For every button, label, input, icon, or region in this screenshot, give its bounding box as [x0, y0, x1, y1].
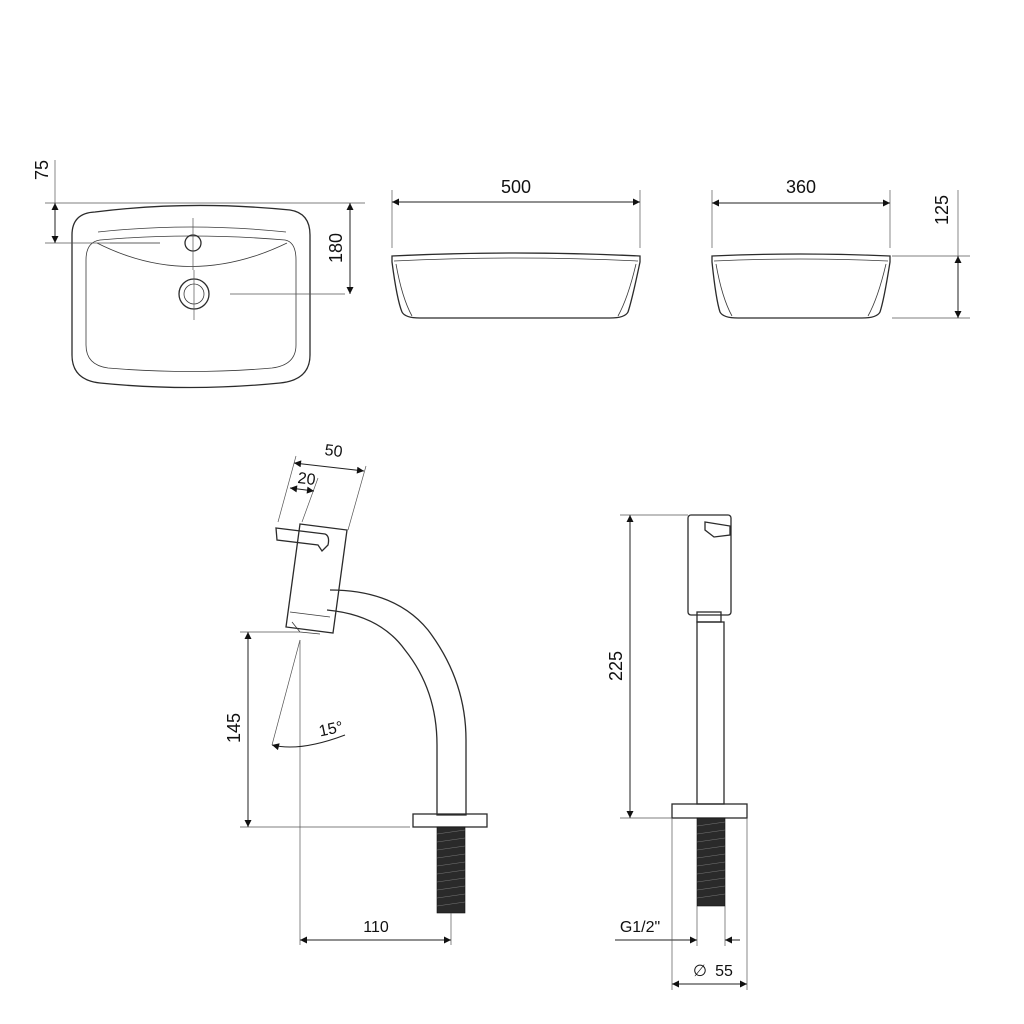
tap-front-body — [687, 514, 732, 616]
basin-side-outline — [711, 253, 891, 319]
dim-label-360: 360 — [786, 177, 816, 197]
dim-arc-15 — [271, 734, 346, 751]
basin-outer-rim — [71, 204, 311, 389]
tap-body — [285, 523, 348, 634]
dim-label-diameter-symbol: ∅ — [693, 963, 707, 980]
dim-label-125: 125 — [932, 195, 952, 225]
tap-spout — [326, 589, 467, 816]
tap-base-plate — [412, 813, 488, 828]
dim-label-20: 20 — [297, 470, 317, 489]
basin-inner-bowl — [85, 235, 297, 372]
basin-side-view: 360 125 — [711, 177, 970, 319]
basin-back-line — [97, 226, 287, 233]
dim-label-225: 225 — [606, 651, 626, 681]
basin-front-outline — [391, 252, 641, 319]
dim-label-55: 55 — [715, 963, 733, 980]
basin-tap-ledge — [96, 242, 288, 267]
tap-front-lever — [704, 521, 731, 538]
dim-label-145: 145 — [224, 713, 244, 743]
dim-line-20 — [289, 485, 315, 494]
basin-top-view: 75 180 — [32, 160, 365, 389]
dim-label-180: 180 — [326, 233, 346, 263]
dim-label-15: 15° — [317, 719, 344, 741]
dim-label-50: 50 — [324, 442, 344, 461]
tap-front-thread — [696, 817, 726, 907]
dim-label-110: 110 — [363, 919, 389, 936]
basin-front-view: 500 — [391, 177, 641, 319]
dim-label-500: 500 — [501, 177, 531, 197]
dim-label-thread: G1/2" — [620, 919, 660, 936]
tap-side-view: 50 20 145 15° 110 — [224, 442, 488, 945]
tap-front-riser — [696, 621, 725, 805]
dim-label-75: 75 — [32, 160, 52, 180]
dim-line-50 — [293, 460, 365, 474]
tap-front-view: 225 G1/2" ∅ 55 — [606, 514, 748, 990]
tap-front-base — [671, 803, 748, 819]
tap-lever — [275, 527, 330, 553]
